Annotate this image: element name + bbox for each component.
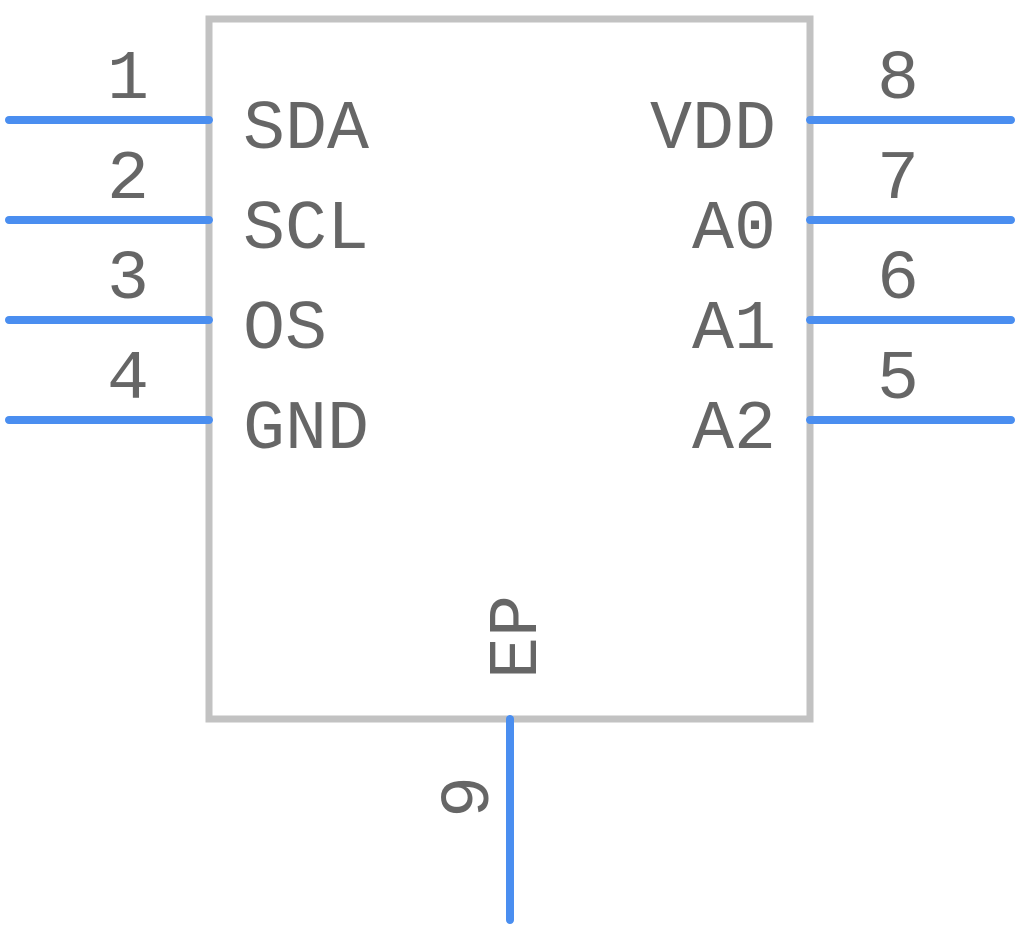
pin-4-number: 4 (107, 341, 149, 420)
pin-1-name: SDA (243, 91, 369, 170)
pin-3-name: OS (243, 291, 327, 370)
pin-8-name: VDD (650, 91, 776, 170)
pin-3-number: 3 (107, 241, 149, 320)
pin-2-number: 2 (107, 141, 149, 220)
pin-8-number: 8 (877, 41, 919, 120)
pin-7-name: A0 (692, 191, 776, 270)
pin-2-name: SCL (243, 191, 369, 270)
pin-4-name: GND (243, 391, 369, 470)
pin-5-number: 5 (877, 341, 919, 420)
pin-5-name: A2 (692, 391, 776, 470)
pin-6-number: 6 (877, 241, 919, 320)
pin-7-number: 7 (877, 141, 919, 220)
pin-9-number: 9 (431, 776, 510, 818)
pin-9-name: EP (479, 595, 558, 679)
pin-1-number: 1 (107, 41, 149, 120)
pin-6-name: A1 (692, 291, 776, 370)
